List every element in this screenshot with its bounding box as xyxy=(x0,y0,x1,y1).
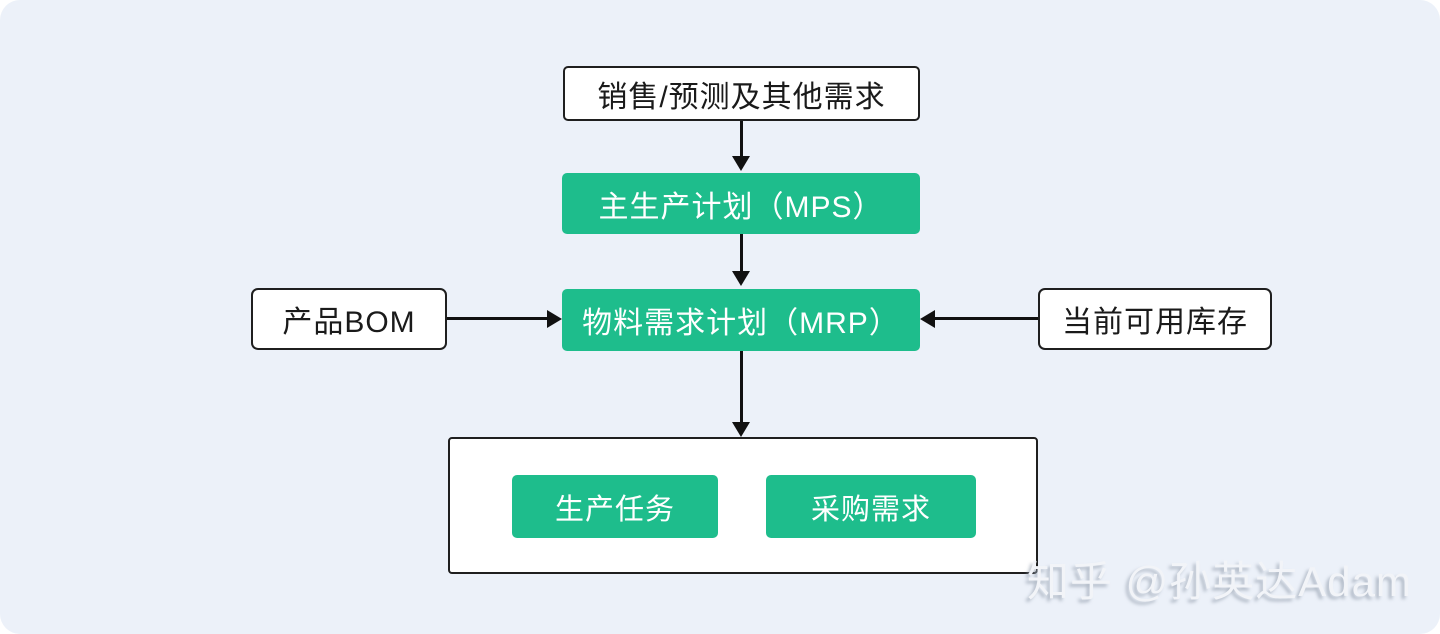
node-mrp-label: 物料需求计划（MRP） xyxy=(582,307,900,340)
node-mrp: 物料需求计划（MRP） xyxy=(562,289,920,351)
node-mps-label: 主生产计划（MPS） xyxy=(598,190,884,224)
node-sales-forecast-demand: 销售/预测及其他需求 xyxy=(563,66,920,121)
node-available-inventory: 当前可用库存 xyxy=(1038,288,1272,350)
arrow-demand-to-mps-head-icon xyxy=(732,156,750,171)
node-production-task: 生产任务 xyxy=(512,475,718,538)
arrow-mrp-to-outputs-head-icon xyxy=(732,422,750,437)
node-mps: 主生产计划（MPS） xyxy=(562,173,920,234)
node-purchase-demand-label: 采购需求 xyxy=(810,493,931,526)
arrow-bom-to-mrp-line xyxy=(447,317,548,320)
zhihu-watermark: 知乎 @孙英达Adam xyxy=(1026,558,1412,605)
arrow-bom-to-mrp-head-icon xyxy=(547,310,562,328)
arrow-mrp-to-outputs-line xyxy=(740,351,743,423)
node-sales-forecast-demand-label: 销售/预测及其他需求 xyxy=(597,80,886,114)
node-production-task-label: 生产任务 xyxy=(554,493,675,526)
arrow-mps-to-mrp-line xyxy=(740,234,743,272)
arrow-mps-to-mrp-head-icon xyxy=(732,271,750,286)
node-product-bom: 产品BOM xyxy=(251,288,447,350)
node-product-bom-label: 产品BOM xyxy=(282,306,416,339)
arrow-demand-to-mps-line xyxy=(740,121,743,157)
arrow-inventory-to-mrp-head-icon xyxy=(920,310,935,328)
node-available-inventory-label: 当前可用库存 xyxy=(1062,306,1248,339)
arrow-inventory-to-mrp-line xyxy=(934,317,1038,320)
node-purchase-demand: 采购需求 xyxy=(766,475,976,538)
